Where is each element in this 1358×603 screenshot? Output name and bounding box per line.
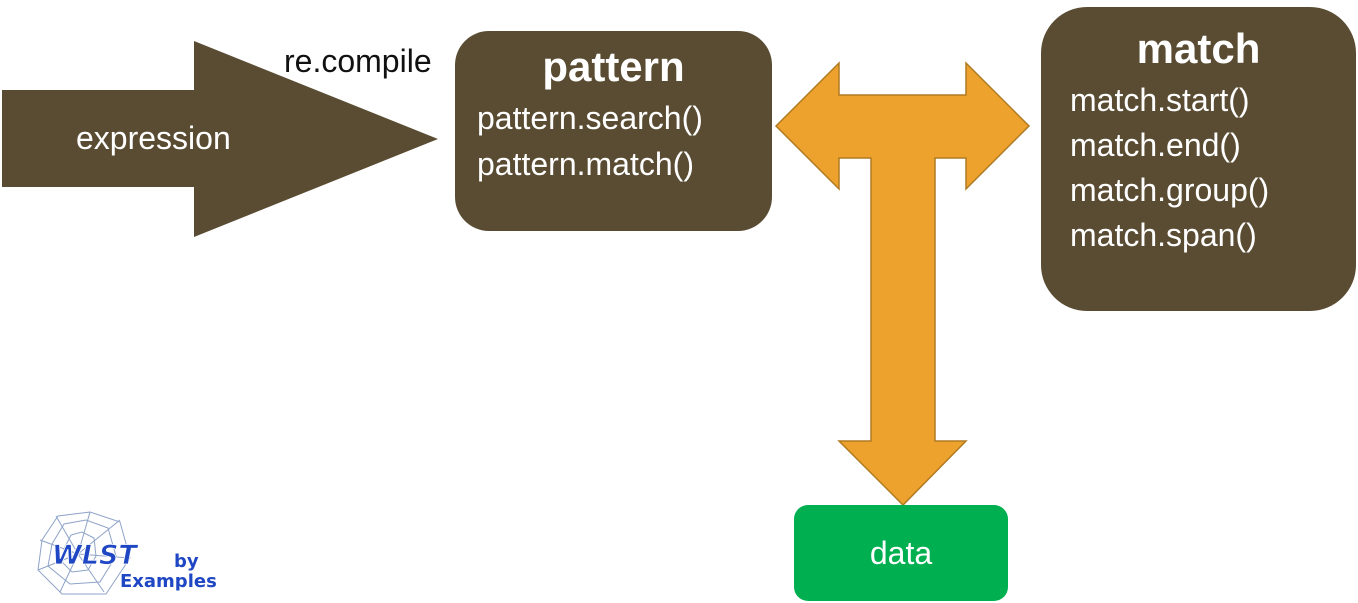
logo-wordmark: WLST — [52, 540, 139, 571]
match-end-method: match.end() — [1070, 127, 1241, 163]
match-span-method: match.span() — [1070, 217, 1257, 253]
match-start-method: match.start() — [1070, 82, 1250, 118]
pattern-methods-list: pattern.search() pattern.match() — [477, 95, 703, 187]
match-group-method: match.group() — [1070, 172, 1270, 208]
match-methods-list: match.start() match.end() match.group() … — [1070, 78, 1269, 258]
match-box: match match.start() match.end() match.gr… — [1041, 7, 1356, 311]
expression-arrow — [2, 41, 438, 237]
pattern-box: pattern pattern.search() pattern.match() — [455, 31, 772, 231]
pattern-search-method: pattern.search() — [477, 100, 703, 136]
wlst-logo: WLST by Examples — [37, 511, 217, 595]
re-compile-label: re.compile — [284, 43, 432, 79]
pattern-match-method: pattern.match() — [477, 146, 694, 182]
match-title: match — [1136, 25, 1261, 72]
logo-by: by — [174, 551, 199, 572]
connector-arrow — [774, 61, 1031, 507]
data-label: data — [869, 534, 933, 571]
web-icon — [37, 511, 131, 595]
expression-label: expression — [76, 120, 231, 156]
pattern-title: pattern — [542, 43, 685, 90]
data-box: data — [794, 505, 1008, 601]
logo-examples: Examples — [120, 571, 217, 592]
